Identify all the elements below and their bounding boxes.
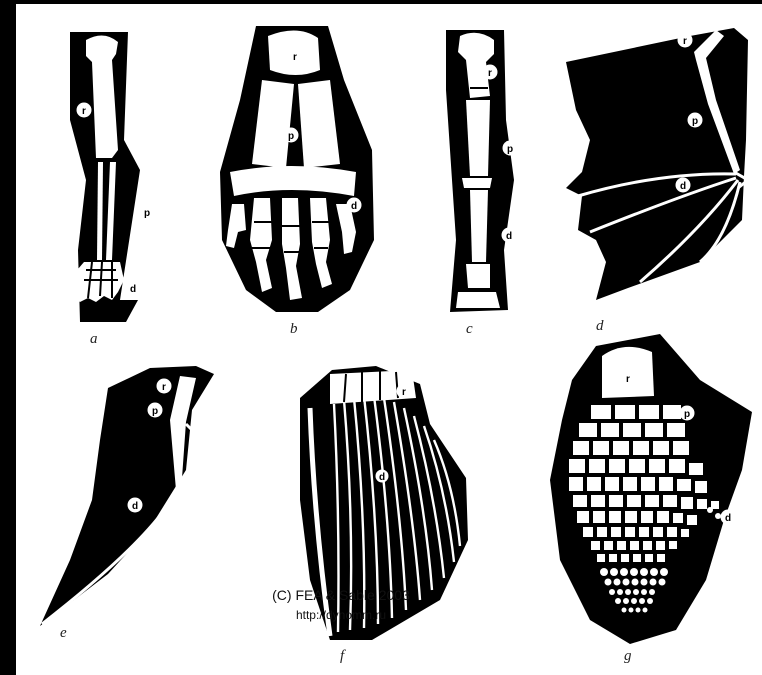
badge-d-r: r xyxy=(678,33,693,48)
svg-text:r: r xyxy=(293,52,297,63)
badge-g-p: p xyxy=(680,406,695,421)
svg-text:d: d xyxy=(130,284,136,295)
label-d: d xyxy=(596,318,604,334)
svg-text:r: r xyxy=(162,382,166,393)
label-g: g xyxy=(624,648,632,664)
badge-d-d: d xyxy=(676,178,691,193)
badge-e-d: d xyxy=(128,498,143,513)
badge-f-r: r xyxy=(397,384,412,399)
badge-b-r: r xyxy=(288,49,303,64)
svg-text:r: r xyxy=(488,68,492,79)
limb-e-wing xyxy=(40,366,214,626)
badge-c-r: r xyxy=(483,65,498,80)
svg-text:d: d xyxy=(680,181,686,192)
svg-text:r: r xyxy=(683,36,687,47)
label-b: b xyxy=(290,321,298,337)
svg-text:d: d xyxy=(351,201,357,212)
badge-g-r: r xyxy=(621,371,636,386)
svg-text:r: r xyxy=(82,106,86,117)
limb-c-hoofed-leg xyxy=(446,30,514,312)
badge-a-r: r xyxy=(77,103,92,118)
badge-c-p: p xyxy=(503,141,518,156)
svg-text:r: r xyxy=(402,387,406,398)
limb-d-bat-wing xyxy=(566,28,748,300)
label-f: f xyxy=(340,648,346,664)
svg-text:p: p xyxy=(684,409,690,420)
label-a: a xyxy=(90,331,98,347)
limb-b-paw xyxy=(220,26,374,312)
svg-text:p: p xyxy=(288,131,294,142)
badge-d-p: p xyxy=(688,113,703,128)
label-e: e xyxy=(60,625,67,641)
svg-text:r: r xyxy=(626,374,630,385)
svg-text:p: p xyxy=(507,144,513,155)
limb-a-human-arm xyxy=(62,32,140,322)
svg-text:d: d xyxy=(132,501,138,512)
badge-c-d: d xyxy=(502,228,517,243)
badge-a-p: p xyxy=(140,205,155,220)
svg-text:p: p xyxy=(144,208,150,219)
badge-b-d: d xyxy=(347,198,362,213)
label-c: c xyxy=(466,321,473,337)
svg-text:d: d xyxy=(725,513,731,524)
watermark-line2: http://dynomm.ru xyxy=(296,608,386,622)
svg-text:d: d xyxy=(379,472,385,483)
svg-text:p: p xyxy=(692,116,698,127)
badge-e-r: r xyxy=(157,379,172,394)
badge-e-p: p xyxy=(148,403,163,418)
svg-text:d: d xyxy=(506,231,512,242)
watermark-line1: (C) FEA & Sable 2003 xyxy=(272,587,410,603)
badge-a-d: d xyxy=(126,281,141,296)
limb-g-paddle xyxy=(550,334,752,644)
svg-text:p: p xyxy=(152,406,158,417)
badge-b-p: p xyxy=(284,128,299,143)
badge-g-d: d xyxy=(721,510,736,525)
